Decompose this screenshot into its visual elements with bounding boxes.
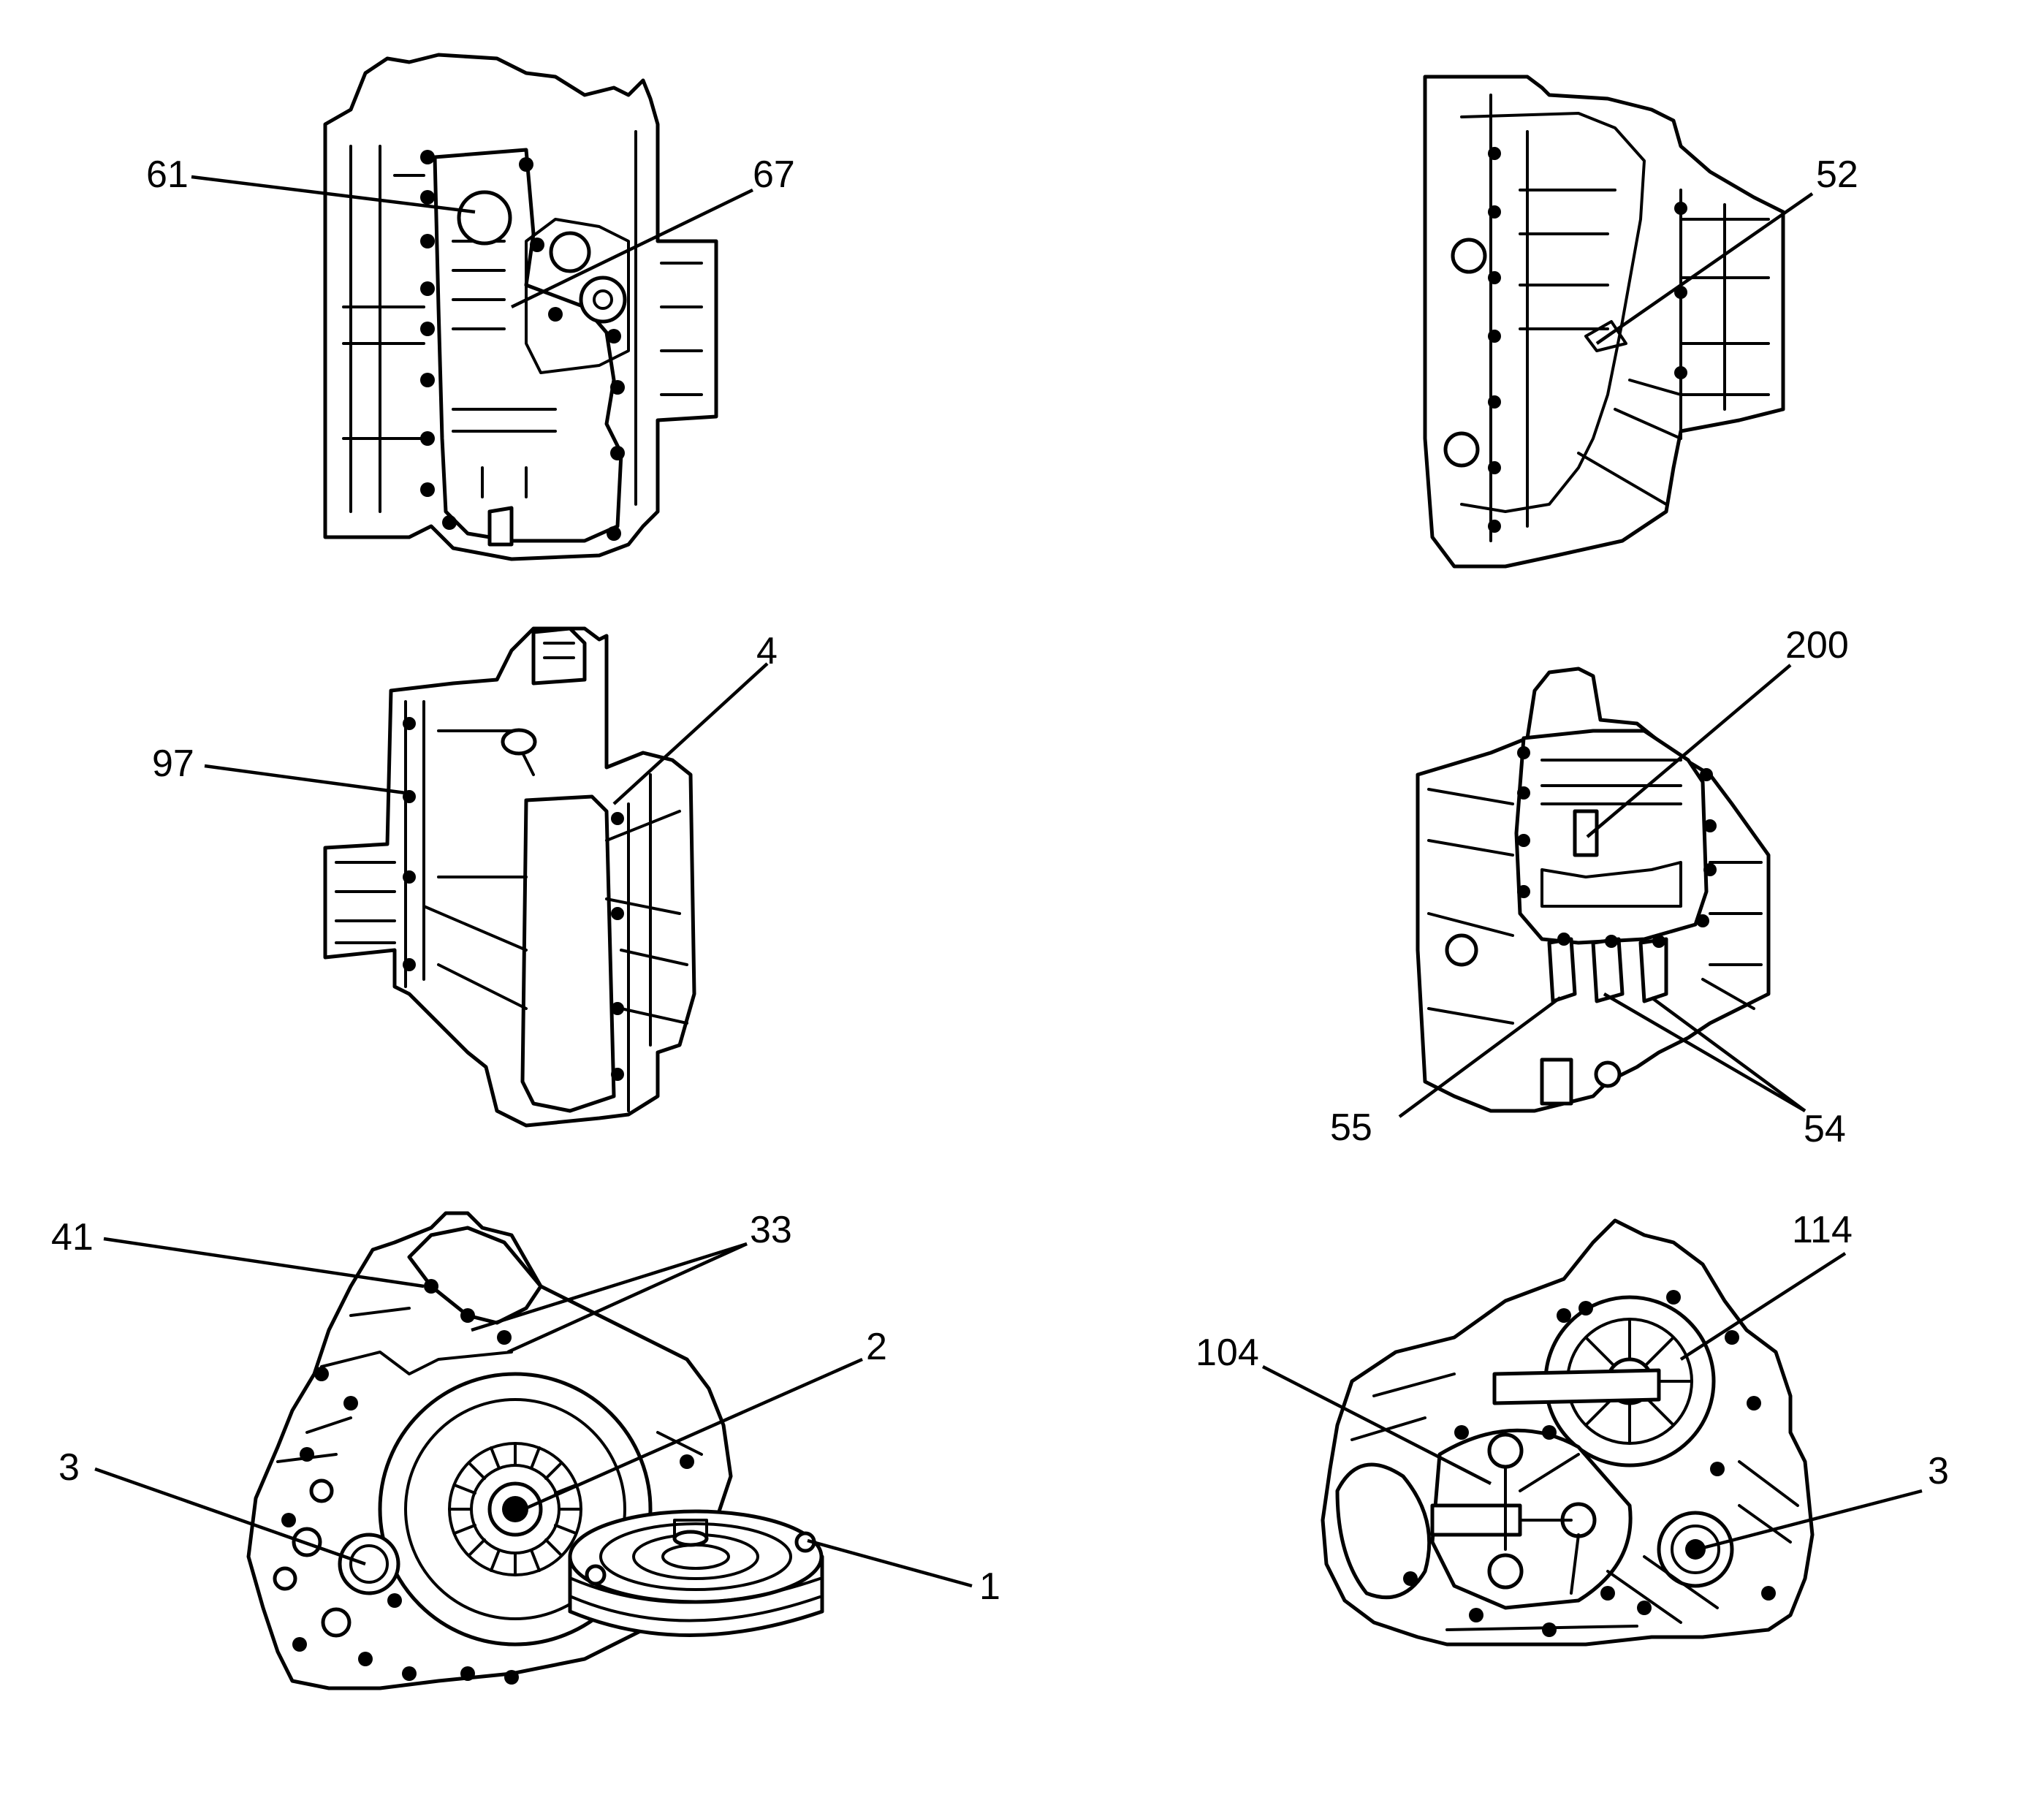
callout-200: 200 <box>1785 624 1849 667</box>
callout-2: 2 <box>866 1326 887 1368</box>
view-top-right <box>1423 75 1785 569</box>
leader-52 <box>1595 192 1814 345</box>
leader-3-left <box>94 1467 366 1566</box>
callout-104: 104 <box>1196 1332 1259 1374</box>
spline-teeth <box>448 1442 582 1576</box>
leader-33a <box>471 1242 748 1332</box>
leader-61 <box>191 175 476 214</box>
leader-54b <box>1650 996 1806 1112</box>
leader-4 <box>612 662 769 805</box>
leader-55 <box>1398 996 1562 1118</box>
callout-3-left: 3 <box>58 1446 80 1489</box>
callout-labels: 61 67 52 97 4 200 55 54 41 33 2 3 1 104 … <box>51 153 1949 1608</box>
bolts-view-top-left <box>420 150 625 541</box>
view-top-left <box>323 53 718 561</box>
view-middle-right <box>1416 667 1771 1113</box>
torque-converter <box>568 1509 824 1637</box>
bolts-view-middle-right <box>1517 746 1717 948</box>
callout-33: 33 <box>750 1209 792 1251</box>
leader-lines <box>94 175 1923 1588</box>
leader-200 <box>1586 664 1792 838</box>
leader-2 <box>518 1357 863 1514</box>
bolts-view-bottom-left <box>281 1279 694 1685</box>
leader-3-right <box>1702 1489 1923 1550</box>
leader-104 <box>1261 1364 1492 1486</box>
leader-33b <box>507 1242 748 1354</box>
callout-52: 52 <box>1816 153 1858 196</box>
callout-41: 41 <box>51 1216 94 1258</box>
callout-67: 67 <box>753 153 795 196</box>
leader-114 <box>1679 1252 1847 1361</box>
callout-4: 4 <box>756 630 778 672</box>
bolts-view-middle-left <box>403 717 624 1081</box>
callout-97: 97 <box>152 743 194 785</box>
bolts-view-top-right <box>1488 147 1687 533</box>
bolts-view-bottom-right <box>1403 1290 1776 1637</box>
leader-1 <box>807 1538 973 1588</box>
leader-97 <box>204 764 406 795</box>
view-bottom-left <box>246 1211 824 1690</box>
callout-3-right: 3 <box>1928 1450 1949 1492</box>
view-bottom-right <box>1321 1218 1815 1647</box>
callout-54: 54 <box>1804 1108 1846 1150</box>
leader-41 <box>103 1237 425 1288</box>
leader-54a <box>1603 992 1806 1112</box>
leader-67 <box>511 188 753 309</box>
view-middle-left <box>323 626 696 1128</box>
callout-1: 1 <box>979 1565 1000 1608</box>
callout-61: 61 <box>146 153 189 196</box>
callout-114: 114 <box>1792 1209 1853 1251</box>
callout-55: 55 <box>1330 1106 1372 1149</box>
